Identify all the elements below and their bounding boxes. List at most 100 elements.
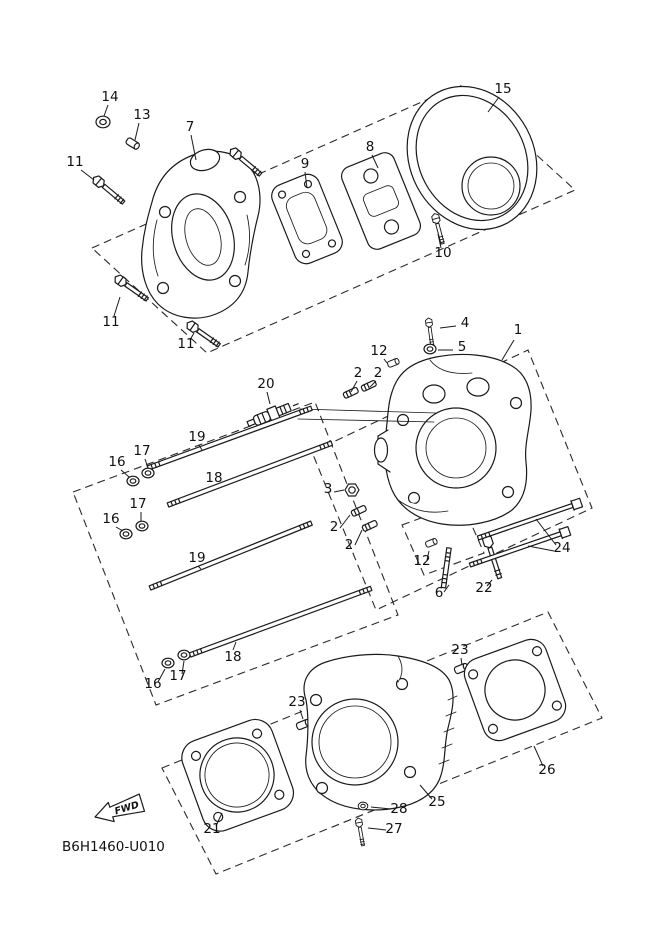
part-7-cylinder-head-cover (141, 148, 261, 319)
leader-line-17 (144, 458, 149, 469)
leader-line-19 (198, 444, 203, 451)
part-20-spark-plug (246, 402, 299, 427)
part-2-stud-4 (361, 519, 379, 533)
leader-line-1 (501, 339, 515, 361)
part-17-washer-2 (135, 520, 149, 532)
fwd-arrow: FWD (94, 793, 146, 823)
part-callout-17: 17 (133, 443, 150, 459)
part-5-washer (423, 343, 437, 355)
part-3-nut (344, 483, 360, 497)
part-callout-11: 11 (66, 154, 83, 170)
leader-lines (80, 96, 557, 831)
leader-line-25 (419, 784, 433, 800)
part-callout-8: 8 (366, 139, 375, 155)
leader-line-2 (339, 514, 351, 529)
part-callout-19: 19 (188, 550, 205, 566)
leader-line-14 (103, 104, 109, 117)
leader-line-26 (533, 745, 544, 767)
part-25-cylinder (303, 653, 458, 811)
part-28-washer (357, 801, 369, 811)
leader-line-10 (437, 233, 442, 249)
leader-line-12 (426, 550, 430, 561)
part-callout-12: 12 (413, 553, 430, 569)
part-15-head-cover-gasket (406, 85, 538, 231)
leader-line-7 (190, 134, 197, 161)
part-19-stud-bolt-2 (148, 520, 313, 591)
part-callout-12: 12 (370, 343, 387, 359)
part-16-washer-1 (126, 475, 140, 487)
leader-line-2 (354, 529, 363, 546)
part-callout-2: 2 (354, 365, 363, 381)
part-callout-19: 19 (188, 429, 205, 445)
part-callout-28: 28 (390, 801, 407, 817)
part-callout-2: 2 (345, 537, 354, 553)
part-11-bolt-1 (90, 173, 128, 207)
fwd-arrow-shape (94, 793, 146, 823)
leader-line-19 (197, 565, 202, 570)
part-callout-13: 13 (133, 107, 150, 123)
part-callout-18: 18 (224, 649, 241, 665)
part-callout-1: 1 (514, 322, 523, 338)
part-24-bolt-1 (476, 497, 584, 541)
leader-line-12 (383, 358, 388, 364)
part-17-washer-3 (177, 649, 191, 661)
part-callout-11: 11 (102, 314, 119, 330)
leader-line-15 (487, 96, 500, 113)
part-callout-15: 15 (494, 81, 511, 97)
leader-line-11 (189, 332, 195, 341)
parts-drawings (90, 85, 584, 847)
leader-line-6 (443, 584, 450, 593)
leader-line-16 (157, 668, 166, 683)
part-6-stud (440, 547, 452, 589)
leader-line-23 (460, 657, 463, 666)
leader-line-28 (370, 806, 392, 810)
diagram-code: B6H1460-U010 (62, 839, 165, 855)
leader-line-4 (439, 325, 457, 329)
part-callout-23: 23 (451, 642, 468, 658)
leader-line-22 (486, 579, 493, 587)
leader-line-24 (535, 518, 557, 546)
leader-line-16 (115, 526, 124, 532)
part-21-cylinder-gasket (181, 718, 295, 832)
leader-line-13 (134, 122, 140, 141)
leader-line-21 (215, 812, 223, 827)
part-27-bolt (354, 817, 367, 847)
group-box-studs (72, 401, 399, 706)
leader-line-8 (371, 154, 379, 169)
leader-line-20 (266, 391, 271, 405)
part-callout-16: 16 (144, 676, 161, 692)
part-callout-16: 16 (108, 454, 125, 470)
leader-line-24 (527, 545, 555, 552)
part-callout-4: 4 (461, 315, 470, 331)
part-callout-25: 25 (428, 794, 445, 810)
part-18-stud-bolt-1 (166, 440, 334, 508)
part-8-gasket-plate (340, 152, 422, 250)
leader-line-11 (80, 169, 95, 181)
part-callout-2: 2 (374, 365, 383, 381)
leader-line-9 (304, 171, 308, 189)
part-1-cylinder-head (373, 353, 532, 526)
part-2-stud-1 (342, 386, 360, 400)
part-callout-17: 17 (169, 668, 186, 684)
leader-line-16 (120, 469, 130, 478)
part-18-stud-bolt-2 (188, 585, 373, 658)
part-callout-24: 24 (553, 540, 570, 556)
part-callout-9: 9 (301, 156, 310, 172)
leader-line-18 (232, 641, 237, 651)
leader-line-2 (369, 380, 377, 388)
spark-plug-guide-lines (297, 408, 437, 423)
part-callout-14: 14 (101, 89, 118, 105)
part-17-washer-1 (141, 467, 155, 479)
part-callout-17: 17 (129, 496, 146, 512)
part-callout-6: 6 (435, 585, 444, 601)
part-16-washer-3 (161, 657, 175, 669)
part-callout-10: 10 (434, 245, 451, 261)
part-callout-2: 2 (330, 519, 339, 535)
part-14-grommet (95, 115, 111, 129)
part-13-pin (124, 136, 142, 151)
part-2-stud-2 (360, 379, 378, 393)
leader-line-2 (350, 380, 358, 393)
part-callout-7: 7 (186, 119, 195, 135)
part-callout-16: 16 (102, 511, 119, 527)
